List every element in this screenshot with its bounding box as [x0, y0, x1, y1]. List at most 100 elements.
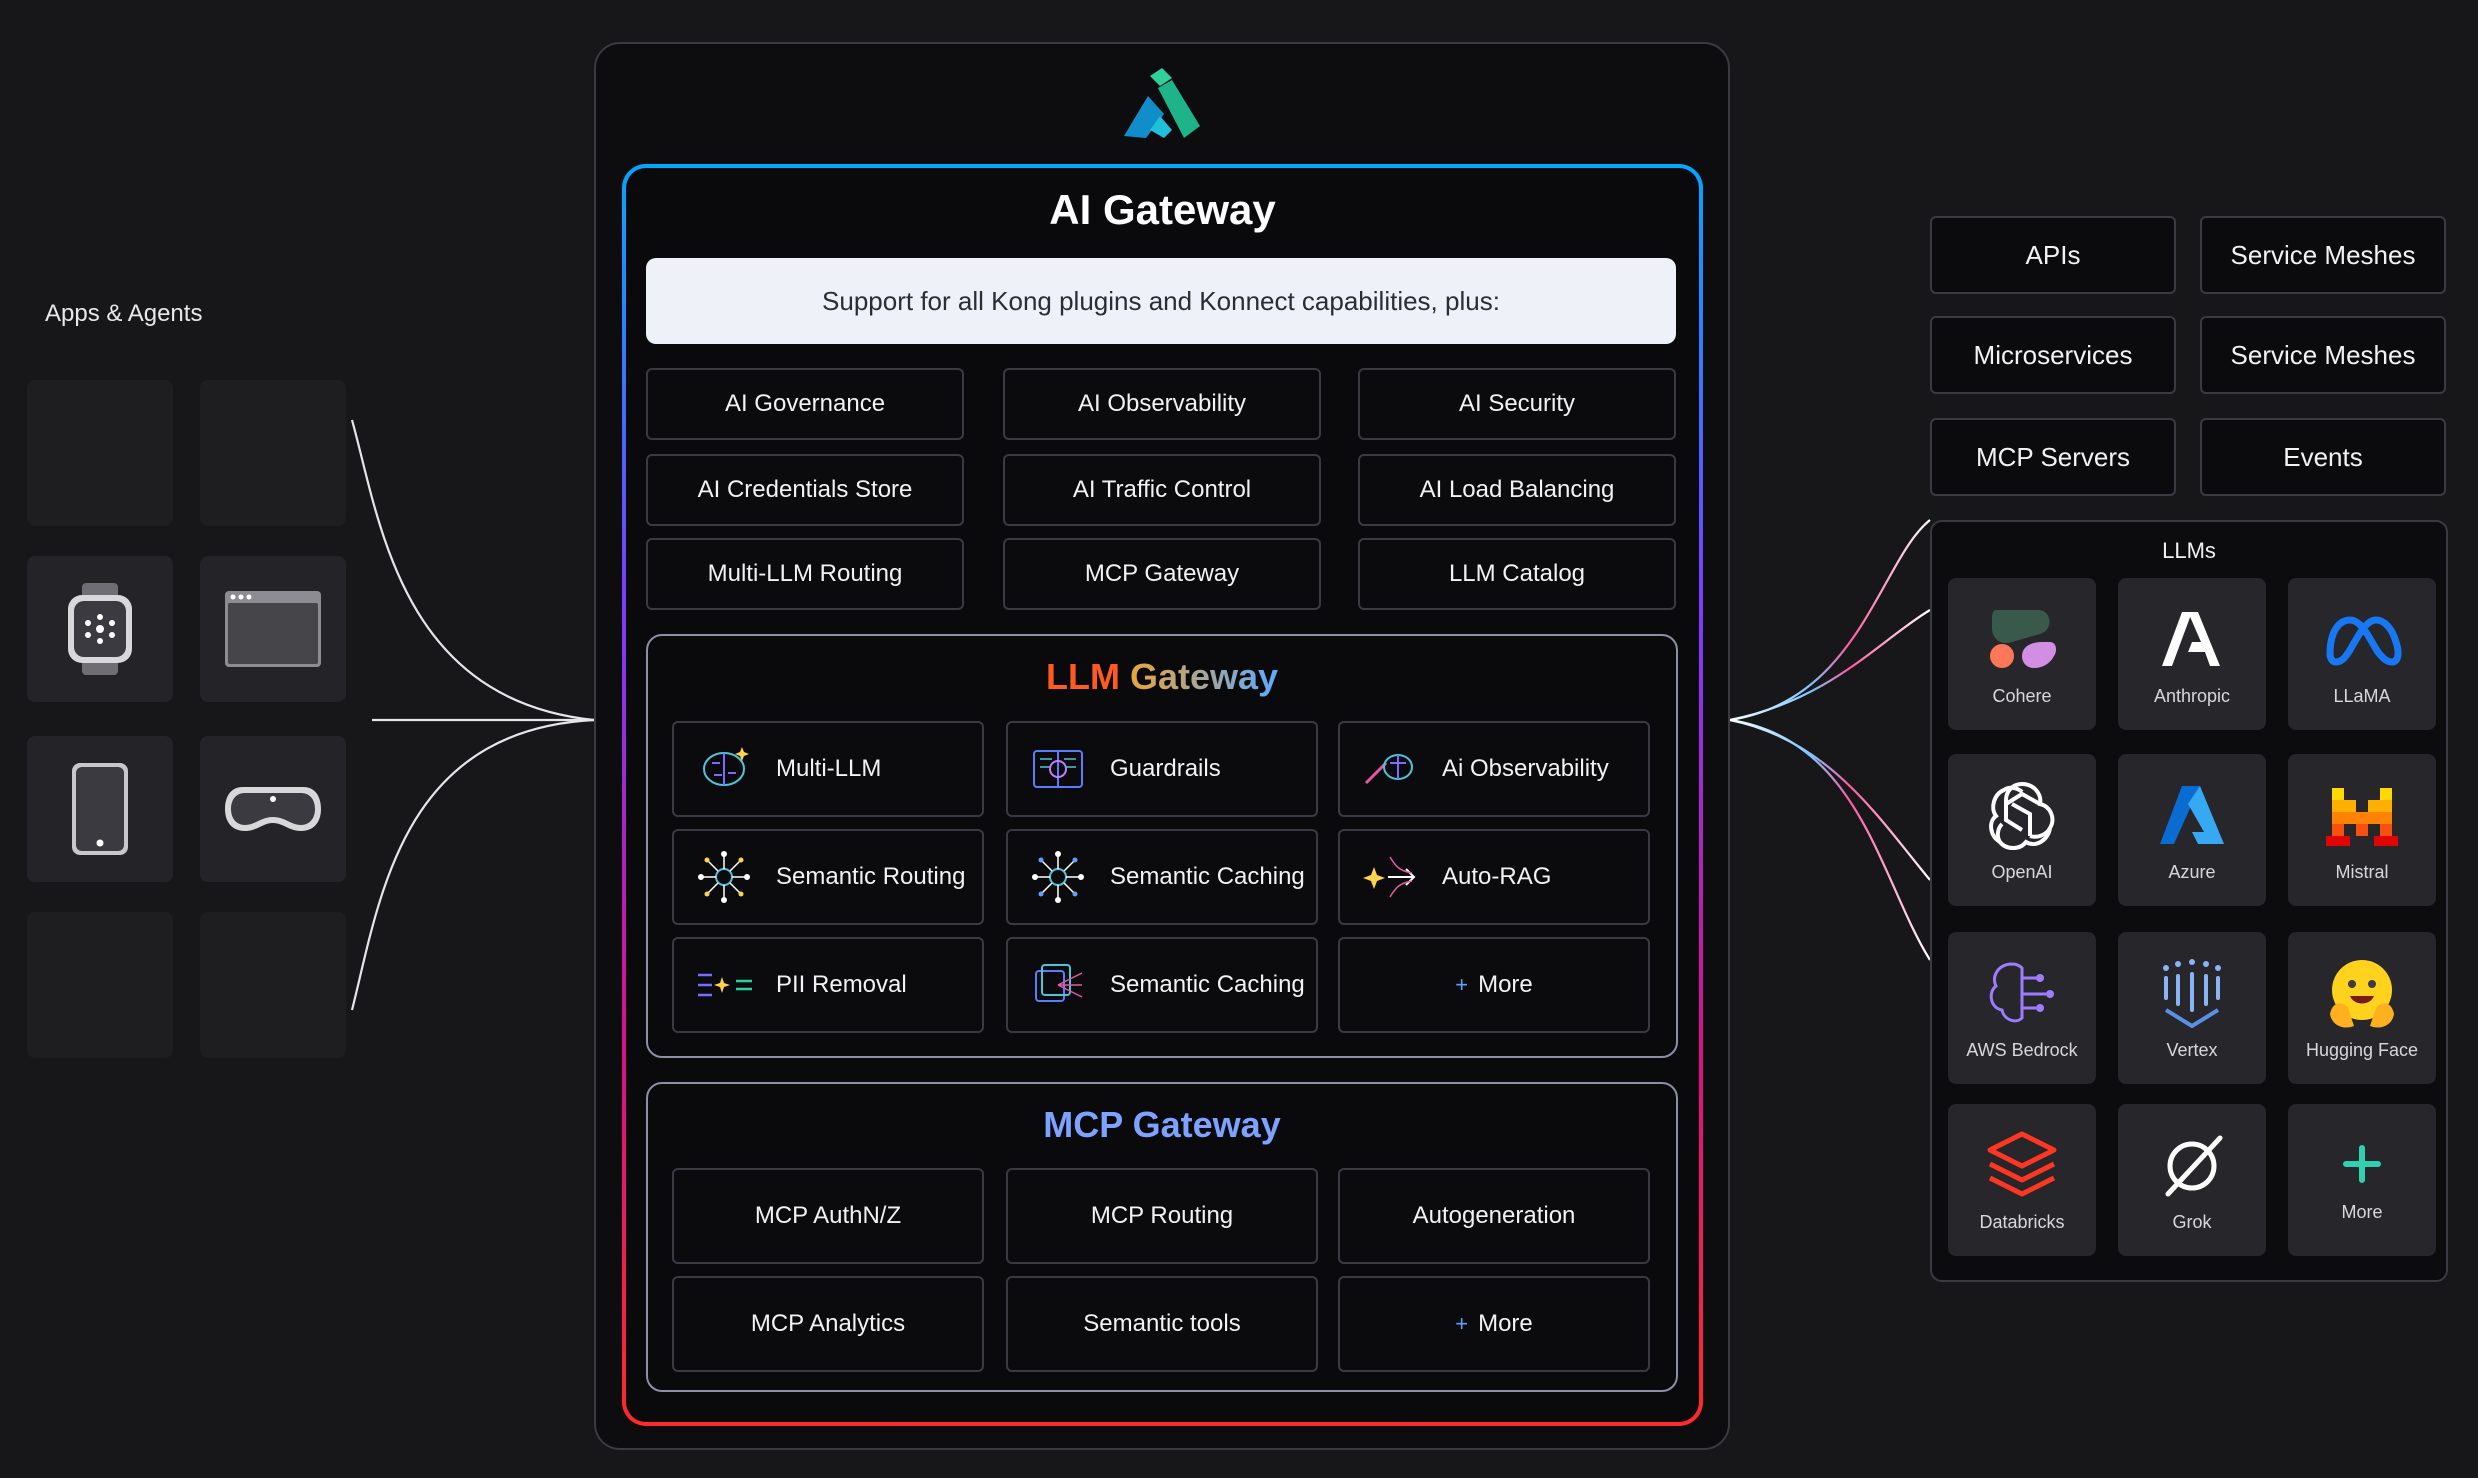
meta-logo [2326, 616, 2402, 666]
provider-grok[interactable]: Grok [2118, 1104, 2266, 1256]
provider-aws-bedrock[interactable]: AWS Bedrock [1948, 932, 2096, 1084]
provider-hugging-face[interactable]: Hugging Face [2288, 932, 2436, 1084]
support-banner: Support for all Kong plugins and Konnect… [646, 258, 1676, 344]
provider-name: Anthropic [2153, 686, 2231, 706]
cap-ai-observability[interactable]: AI Observability [1003, 368, 1321, 440]
provider-name: LLaMA [2333, 686, 2391, 706]
cap-llm-catalog[interactable]: LLM Catalog [1358, 538, 1676, 610]
anthropic-logo [2162, 612, 2220, 666]
vr-headset-icon [225, 787, 321, 831]
cohere-logo [1990, 610, 2057, 668]
llm-feature-guardrails[interactable]: Guardrails [1006, 721, 1318, 817]
sparkle-arrow-icon [1363, 856, 1416, 898]
provider-name: More [2341, 1202, 2383, 1222]
cap-mcp-gateway[interactable]: MCP Gateway [1003, 538, 1321, 610]
provider-name: AWS Bedrock [1966, 1040, 2078, 1060]
more-label: More [1478, 971, 1533, 998]
mcp-feature-authnz[interactable]: MCP AuthN/Z [672, 1168, 984, 1264]
llm-gateway-title-gateway: Gateway [1129, 656, 1279, 697]
llm-gateway-title-llm: LLM [1045, 656, 1120, 697]
mcp-feature-semantic-tools[interactable]: Semantic tools [1006, 1276, 1318, 1372]
llm-feature-semantic-routing[interactable]: Semantic Routing [672, 829, 984, 925]
azure-logo [2160, 786, 2224, 844]
provider-vertex[interactable]: Vertex [2118, 932, 2266, 1084]
provider-openai[interactable]: OpenAI [1948, 754, 2096, 906]
device-tile-browser [200, 556, 346, 702]
provider-anthropic[interactable]: Anthropic [2118, 578, 2266, 730]
feature-label: Multi-LLM [776, 755, 882, 782]
provider-azure[interactable]: Azure [2118, 754, 2266, 906]
book-brain-icon [1033, 750, 1083, 788]
provider-name: Hugging Face [2305, 1040, 2419, 1060]
cap-ai-security[interactable]: AI Security [1358, 368, 1676, 440]
cache-layers-icon [1035, 964, 1083, 1002]
cap-ai-traffic-control[interactable]: AI Traffic Control [1003, 454, 1321, 526]
more-label: More [1478, 1310, 1533, 1337]
feature-label: Semantic Caching [1110, 971, 1305, 998]
vertex-logo [2163, 959, 2221, 1029]
mcp-feature-analytics[interactable]: MCP Analytics [672, 1276, 984, 1372]
provider-more-button[interactable]: More [2288, 1104, 2436, 1256]
llm-feature-semantic-caching[interactable]: Semantic Caching [1006, 829, 1318, 925]
aws-bedrock-logo [1989, 962, 2054, 1023]
ai-gateway-title: AI Gateway [1049, 186, 1276, 233]
dest-service-meshes-2[interactable]: Service Meshes [2200, 316, 2446, 394]
plus-icon: + [1455, 972, 1469, 997]
mcp-gateway-title: MCP Gateway [1043, 1104, 1281, 1145]
grok-logo [2165, 1135, 2223, 1197]
llm-feature-more-button[interactable]: + More [1338, 937, 1650, 1033]
mcp-feature-more-button[interactable]: + More [1338, 1276, 1650, 1372]
dest-events[interactable]: Events [2200, 418, 2446, 496]
mcp-feature-routing[interactable]: MCP Routing [1006, 1168, 1318, 1264]
hugging-face-logo [2330, 960, 2394, 1028]
browser-window-icon [225, 591, 321, 667]
provider-name: Vertex [2166, 1040, 2218, 1060]
feature-label: Auto-RAG [1442, 863, 1552, 890]
provider-name: Databricks [1979, 1212, 2065, 1232]
network-node-icon [1032, 851, 1084, 903]
llm-gateway-title: LLM Gateway [646, 656, 1678, 698]
provider-name: Cohere [1992, 686, 2052, 706]
provider-mistral[interactable]: Mistral [2288, 754, 2436, 906]
provider-name: OpenAI [1991, 862, 2053, 882]
telescope-brain-icon [1364, 754, 1413, 785]
kong-logo [1124, 68, 1200, 138]
app-tile-empty [27, 380, 173, 526]
watch-icon [68, 583, 132, 675]
provider-cohere[interactable]: Cohere [1948, 578, 2096, 730]
mcp-feature-autogeneration[interactable]: Autogeneration [1338, 1168, 1650, 1264]
provider-databricks[interactable]: Databricks [1948, 1104, 2096, 1256]
llm-feature-semantic-caching-2[interactable]: Semantic Caching [1006, 937, 1318, 1033]
databricks-logo [1987, 1131, 2057, 1197]
dest-microservices[interactable]: Microservices [1930, 316, 2176, 394]
dest-service-meshes[interactable]: Service Meshes [2200, 216, 2446, 294]
cap-ai-load-balancing[interactable]: AI Load Balancing [1358, 454, 1676, 526]
llm-feature-multi-llm[interactable]: Multi-LLM [672, 721, 984, 817]
feature-label: Ai Observability [1442, 755, 1609, 782]
network-node-icon [698, 851, 750, 903]
app-tile-empty [200, 912, 346, 1058]
device-tile-phone [27, 736, 173, 882]
provider-name: Mistral [2335, 862, 2389, 882]
cap-multi-llm-routing[interactable]: Multi-LLM Routing [646, 538, 964, 610]
app-tile-empty [200, 380, 346, 526]
llm-feature-auto-rag[interactable]: Auto-RAG [1338, 829, 1650, 925]
plus-icon [2343, 1145, 2381, 1183]
dest-mcp-servers[interactable]: MCP Servers [1930, 418, 2176, 496]
list-sparkle-icon [698, 973, 752, 997]
cap-ai-credentials-store[interactable]: AI Credentials Store [646, 454, 964, 526]
llm-feature-pii-removal[interactable]: PII Removal [672, 937, 984, 1033]
llms-label: LLMs [2162, 538, 2216, 563]
provider-name: Grok [2172, 1212, 2212, 1232]
llm-feature-ai-observability[interactable]: Ai Observability [1338, 721, 1650, 817]
cap-ai-governance[interactable]: AI Governance [646, 368, 964, 440]
app-tile-empty [27, 912, 173, 1058]
feature-label: PII Removal [776, 971, 907, 998]
provider-llama[interactable]: LLaMA [2288, 578, 2436, 730]
dest-apis[interactable]: APIs [1930, 216, 2176, 294]
plus-icon: + [1455, 1311, 1469, 1336]
feature-label: Semantic Caching [1110, 863, 1305, 890]
apps-agents-label: Apps & Agents [45, 300, 203, 327]
mistral-logo [2326, 788, 2398, 846]
device-tile-headset [200, 736, 346, 882]
